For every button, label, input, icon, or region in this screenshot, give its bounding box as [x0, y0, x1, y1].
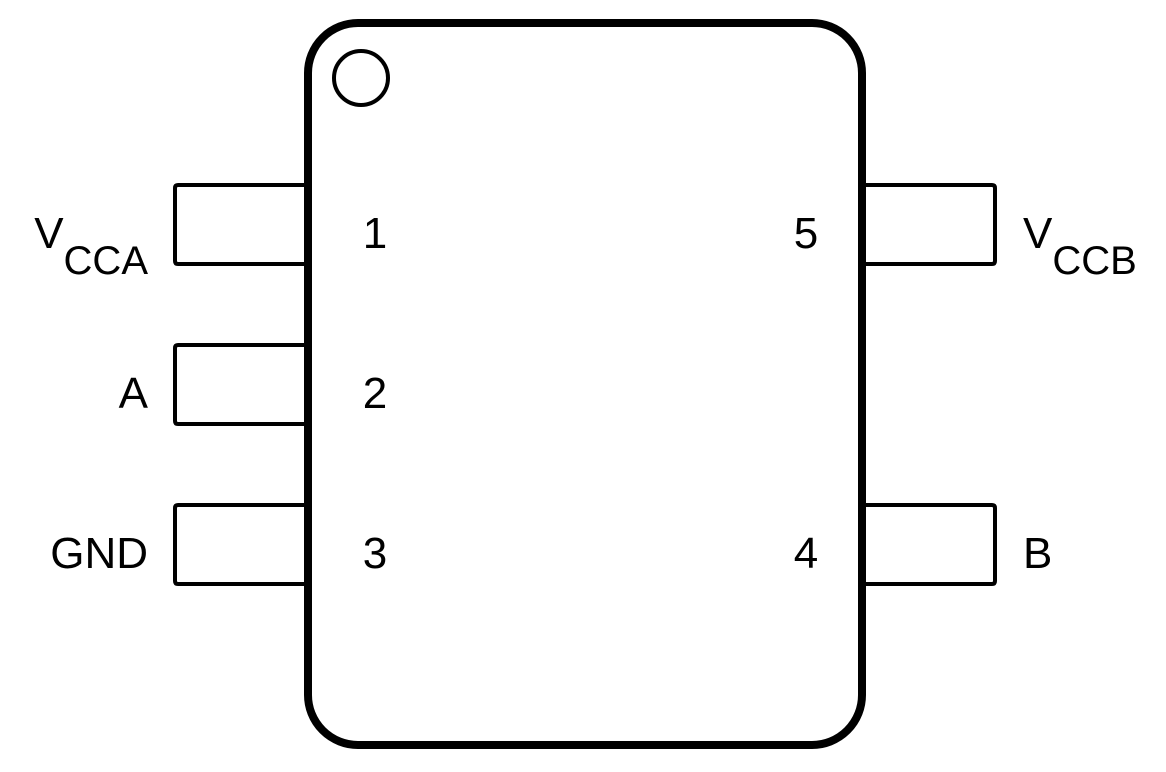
- pin-3-number: 3: [363, 529, 387, 578]
- pin-4-number: 4: [794, 529, 818, 578]
- pin-1-name-main: V: [34, 209, 64, 258]
- pin-1-name: VCCA: [34, 209, 148, 283]
- pin-2-number: 2: [363, 369, 387, 418]
- pin-2-name: A: [119, 369, 149, 418]
- pin-5-name: VCCB: [1023, 209, 1137, 283]
- pin-3-lead: [173, 503, 308, 586]
- pin-5-lead: [860, 183, 997, 266]
- pin-1-number: 1: [363, 209, 387, 258]
- pin1-marker-circle: [332, 49, 390, 107]
- pin-1-name-sub: CCA: [64, 239, 149, 283]
- pin-4-name: B: [1023, 529, 1052, 578]
- pin-5-number: 5: [794, 209, 818, 258]
- pin-4-lead: [860, 503, 997, 586]
- pin-3-name: GND: [50, 529, 148, 578]
- package-body: [304, 19, 866, 749]
- pin-1-lead: [173, 183, 308, 266]
- pin-5-name-main: V: [1023, 209, 1053, 258]
- pin-5-name-sub: CCB: [1052, 239, 1136, 283]
- pin-2-lead: [173, 343, 308, 426]
